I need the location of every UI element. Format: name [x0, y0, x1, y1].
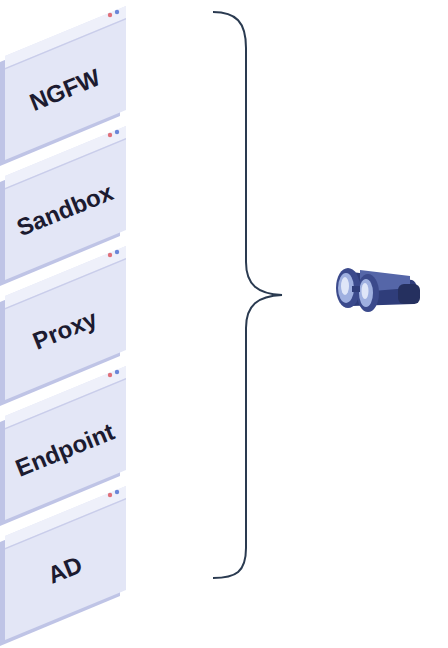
- card-titlebar: [5, 486, 126, 548]
- window-dot: [108, 13, 112, 17]
- card-titlebar-line: [5, 498, 126, 550]
- card-titlebar: [5, 6, 126, 68]
- curly-brace: [213, 12, 282, 578]
- window-dot: [115, 370, 119, 374]
- window-card: AD: [0, 478, 130, 648]
- binoculars-icon: [336, 268, 420, 312]
- window-dot: [115, 130, 119, 134]
- window-dot: [108, 253, 112, 257]
- window-dot: [108, 133, 112, 137]
- card-titlebar: [5, 246, 126, 308]
- window-dot: [108, 373, 112, 377]
- window-dot: [115, 10, 119, 14]
- window-dot: [115, 250, 119, 254]
- card-titlebar-line: [5, 18, 126, 70]
- window-dot: [115, 490, 119, 494]
- window-dot: [108, 493, 112, 497]
- card-titlebar-line: [5, 258, 126, 310]
